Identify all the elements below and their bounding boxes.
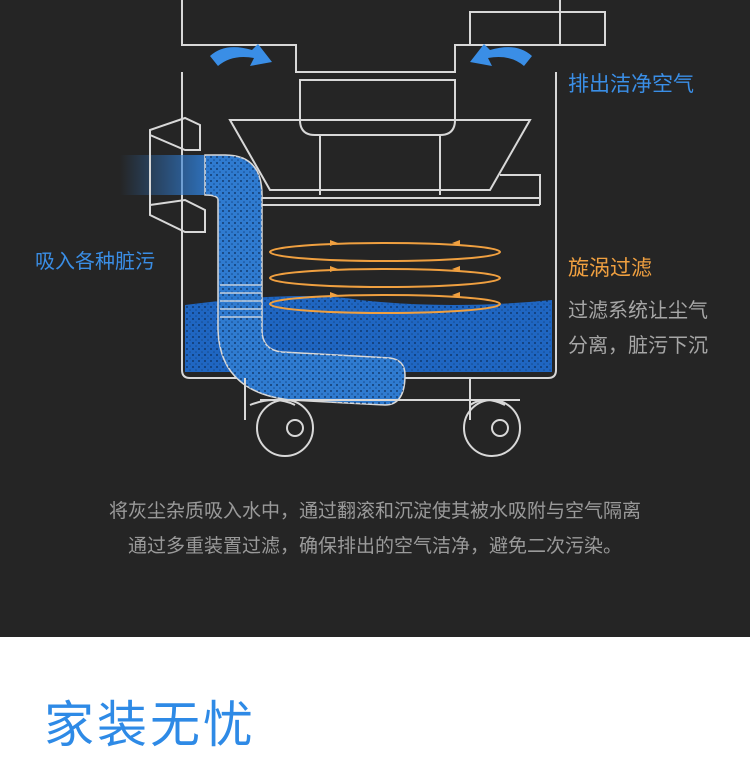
intake-pipe bbox=[120, 154, 406, 406]
swirl-desc-line-2: 分离，脏污下沉 bbox=[568, 333, 708, 357]
swirl-desc-line-1: 过滤系统让尘气 bbox=[568, 298, 708, 322]
exhaust-arrow-left bbox=[210, 44, 272, 66]
intake-label: 吸入各种脏污 bbox=[35, 249, 155, 273]
caption: 将灰尘杂质吸入水中，通过翻滚和沉淀使其被水吸附与空气隔离 通过多重装置过滤，确保… bbox=[0, 494, 750, 564]
diagram-panel: 排出洁净空气 吸入各种脏污 旋涡过滤 过滤系统让尘气 分离，脏污下沉 将灰尘杂质… bbox=[0, 0, 750, 637]
vacuum-cross-section bbox=[120, 0, 606, 457]
caption-line-2: 通过多重装置过滤，确保排出的空气洁净，避免二次污染。 bbox=[127, 535, 622, 557]
section-title: 家装无忧 bbox=[44, 696, 256, 754]
exhaust-label: 排出洁净空气 bbox=[568, 72, 694, 96]
wheels bbox=[244, 378, 521, 457]
caption-line-1: 将灰尘杂质吸入水中，通过翻滚和沉淀使其被水吸附与空气隔离 bbox=[108, 500, 641, 522]
swirl-filter-label: 旋涡过滤 bbox=[568, 256, 652, 280]
exhaust-arrow-right bbox=[470, 44, 532, 66]
swirl-arrows bbox=[330, 240, 460, 298]
swirl-rings bbox=[269, 242, 501, 314]
intake-nozzle bbox=[149, 116, 206, 233]
